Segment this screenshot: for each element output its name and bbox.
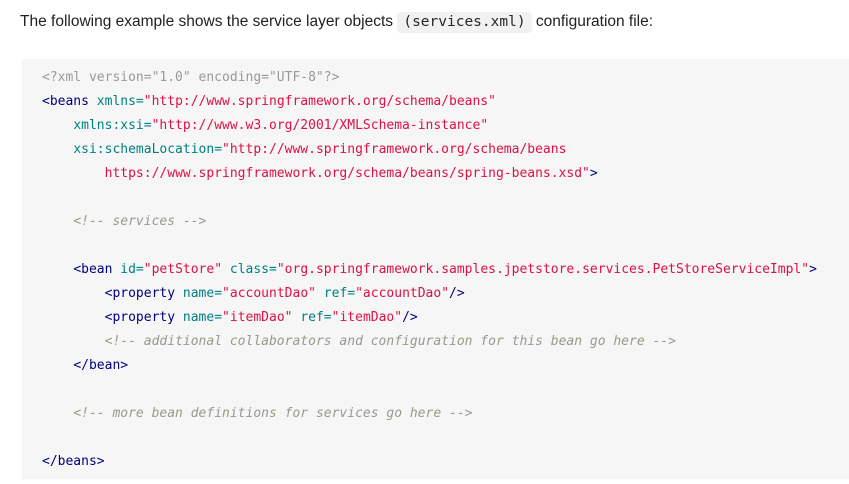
code-token-na: xmlns:xsi= (73, 118, 152, 133)
code-token-na: ref= (300, 310, 332, 325)
inline-code-services-xml: (services.xml) (397, 12, 532, 33)
code-token-tx (222, 262, 230, 277)
code-pre: <?xml version="1.0" encoding="UTF-8"?> <… (42, 66, 831, 474)
code-token-tx (42, 262, 73, 277)
code-token-na: name= (182, 286, 223, 301)
code-token-s: "http://www.springframework.org/schema/b… (143, 94, 496, 109)
code-token-nt: /> (402, 310, 418, 325)
code-token-tx (42, 334, 105, 349)
code-token-nt: <beans (42, 94, 89, 109)
code-token-tx (42, 286, 105, 301)
code-token-s: "http://www.w3.org/2001/XMLSchema-instan… (151, 118, 489, 133)
intro-paragraph: The following example shows the service … (0, 0, 849, 33)
code-token-s: https://www.springframework.org/schema/b… (104, 166, 590, 181)
code-token-nt: > (589, 166, 598, 181)
code-token-na: id= (120, 262, 144, 277)
code-token-tx (175, 286, 183, 301)
code-token-tx (316, 286, 324, 301)
code-token-cp: <?xml version="1.0" encoding="UTF-8"?> (42, 70, 340, 85)
code-token-nt: </bean> (73, 358, 129, 373)
code-token-nt: </beans> (42, 454, 105, 469)
code-token-s: "accountDao" (222, 286, 316, 301)
code-token-nt: /> (449, 286, 465, 301)
code-token-tx (89, 94, 97, 109)
code-token-tx (42, 406, 73, 421)
code-token-tx (42, 166, 105, 181)
code-token-tx (42, 358, 73, 373)
code-token-c: <!-- services --> (73, 214, 207, 229)
code-token-tx (42, 310, 105, 325)
code-token-c: <!-- more bean definitions for services … (73, 406, 473, 421)
code-token-na: xsi:schemaLocation= (73, 142, 223, 157)
code-token-tx (42, 118, 73, 133)
code-token-na: name= (182, 310, 223, 325)
code-token-nt: <property (104, 310, 176, 325)
code-token-tx (42, 214, 73, 229)
code-token-s: "petStore" (143, 262, 223, 277)
code-token-nt: <property (104, 286, 176, 301)
code-token-na: ref= (323, 286, 356, 301)
code-token-na: xmlns= (96, 94, 144, 109)
xml-code: <?xml version="1.0" encoding="UTF-8"?> <… (42, 70, 817, 469)
code-token-s: "accountDao" (355, 286, 450, 301)
code-token-tx (42, 142, 73, 157)
code-token-tx (175, 310, 183, 325)
code-token-nt: > (809, 262, 817, 277)
code-token-c: <!-- additional collaborators and config… (104, 334, 676, 349)
code-token-s: "org.springframework.samples.jpetstore.s… (276, 262, 810, 277)
code-token-na: class= (229, 262, 277, 277)
code-token-nt: <bean (73, 262, 113, 277)
code-token-s: "itemDao" (222, 310, 293, 325)
xml-code-block: <?xml version="1.0" encoding="UTF-8"?> <… (22, 59, 849, 479)
code-token-s: "itemDao" (331, 310, 403, 325)
code-token-s: "http://www.springframework.org/schema/b… (222, 142, 567, 157)
